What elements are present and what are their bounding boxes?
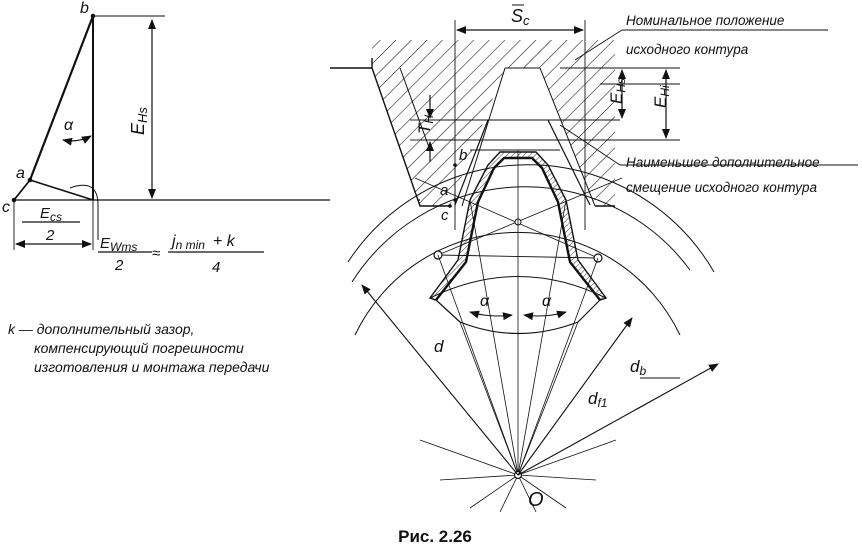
annotation-nominal-1: Номинальное положение (626, 13, 784, 28)
label-ehs-right: EHs (607, 78, 628, 104)
label-b: b (80, 0, 89, 17)
point-c-dot (11, 197, 17, 203)
tolerance-triangle (11, 13, 420, 253)
line-ba (28, 15, 95, 181)
line-a-perp (29, 179, 94, 201)
footnote: k — дополнительный зазор, компенсирующий… (8, 320, 368, 377)
label-a: a (16, 165, 25, 182)
df1-dimension (517, 317, 633, 476)
rack-point-b (453, 163, 457, 167)
label-rack-b: b (459, 147, 467, 164)
label-alpha-2: α (542, 293, 552, 310)
basic-rack (330, 20, 858, 230)
nominal-leader (574, 29, 623, 61)
label-ewms-two: 2 (114, 257, 124, 274)
label-db: db (630, 357, 646, 378)
rack-hatch (360, 40, 615, 206)
circle-db-arc (347, 164, 715, 273)
rack-corner-clear (360, 40, 372, 68)
circle-df1-arc (354, 232, 681, 336)
label-ecs: Ecs (40, 205, 62, 224)
least-leader (559, 124, 621, 166)
label-ehi: EHi (651, 85, 672, 108)
line-ac (13, 179, 31, 201)
label-df1: df1 (588, 389, 607, 410)
footnote-line-2: компенсирующий погрешности (34, 340, 244, 356)
labels: b a c α EHs Ecs 2 EWms 2 ≈ jn min+ k 4 S… (2, 0, 820, 511)
label-alpha-left: α (64, 117, 74, 134)
label-th: TH (415, 115, 436, 134)
db-dimension (517, 363, 719, 476)
annotation-least-1: Наименьшее дополнительное (626, 155, 820, 170)
alpha-arc (62, 135, 92, 146)
label-sc: Sc (511, 6, 530, 28)
annotation-least-2: смещение исходного контура (626, 180, 817, 195)
rack-point-c (448, 204, 452, 208)
footnote-line-3: изготовления и монтажа передачи (34, 359, 270, 375)
label-d: d (434, 337, 444, 356)
alpha-left-arc (469, 310, 513, 321)
label-ewms: EWms (100, 235, 137, 254)
annotation-nominal-2: исходного контура (626, 42, 749, 57)
label-rack-c: c (441, 207, 449, 224)
label-c: c (2, 199, 10, 216)
rack-left-clear (330, 68, 420, 206)
figure-caption: Рис. 2.26 (398, 527, 472, 546)
tooth-root (459, 299, 601, 335)
d-dimension (361, 284, 519, 476)
label-alpha-1: α (480, 293, 490, 310)
radial-lines (419, 150, 617, 513)
ewms-leader (69, 184, 99, 240)
label-rack-a: a (440, 182, 448, 199)
reference-lines (410, 67, 680, 151)
label-approx: ≈ (152, 245, 160, 262)
gear (347, 150, 719, 513)
footnote-line-1: k — дополнительный зазор, (8, 321, 195, 337)
point-b-dot (90, 13, 96, 19)
label-four: 4 (212, 259, 220, 276)
label-jn: jn min+ k (170, 233, 236, 252)
point-a-dot (27, 177, 33, 183)
label-ehs-left: EHs (128, 107, 150, 135)
label-ecs-two: 2 (45, 227, 55, 244)
label-O: O (528, 489, 544, 511)
alpha-right-arc (523, 310, 567, 321)
rack-outline (330, 58, 615, 207)
